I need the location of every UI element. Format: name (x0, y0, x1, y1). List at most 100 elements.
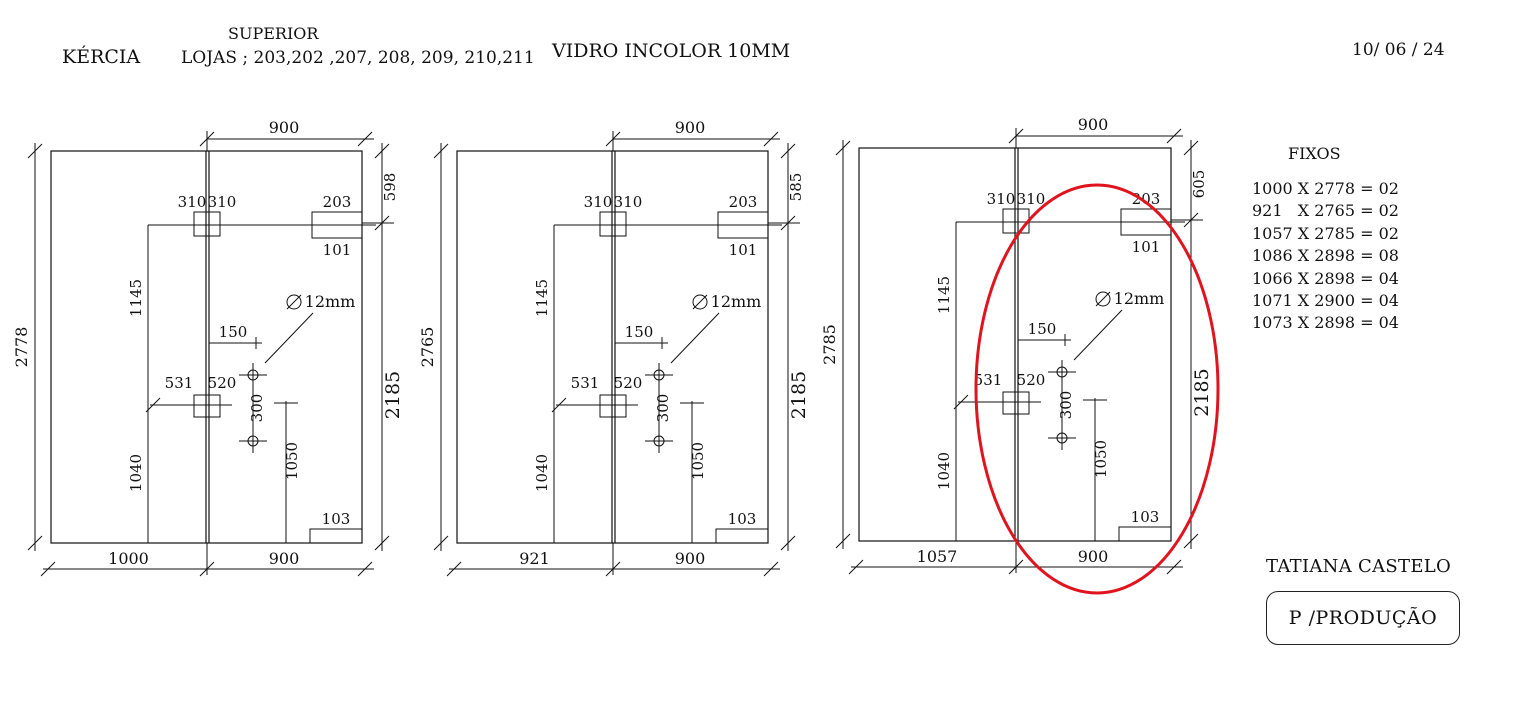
fixos-item: 1000 X 2778 = 02 (1252, 179, 1399, 198)
dim-tick (835, 140, 851, 156)
hinge-left-label: 531 (974, 371, 1003, 389)
hole-spacing-label: 300 (1057, 391, 1075, 420)
dim-tick (374, 535, 390, 551)
hole-spacing-label: 300 (654, 394, 672, 423)
hinge-upper-label: 1145 (533, 279, 551, 317)
cut-sub-label: 101 (323, 241, 352, 259)
bottom-cut-label: 103 (322, 510, 351, 528)
dim-tick (433, 143, 449, 159)
glass-spec: VIDRO INCOLOR 10MM (552, 40, 791, 62)
hinge-box (1002, 391, 1030, 415)
lock-right-label: 310 (1017, 190, 1046, 208)
cut-sub-label: 101 (729, 241, 758, 259)
hinge-upper-label: 1145 (935, 276, 953, 314)
date: 10/ 06 / 24 (1352, 40, 1445, 60)
hinge-left-label: 531 (165, 374, 194, 392)
total-height-label: 2785 (820, 324, 839, 365)
diameter-symbol (1095, 291, 1111, 307)
hole-label: 12mm (1114, 289, 1165, 308)
lock-right-label: 310 (614, 193, 643, 211)
hinge-lower-label: 1040 (127, 454, 145, 492)
client-name: KÉRCIA (62, 46, 141, 68)
fixos-item: 1071 X 2900 = 04 (1252, 291, 1399, 311)
right-width-label: 900 (269, 549, 300, 568)
handle-offset-label: 150 (625, 323, 654, 341)
cut-sub-label: 101 (1132, 238, 1161, 256)
hinge-box (193, 394, 221, 418)
dim-tick (1183, 533, 1199, 549)
diameter-slash (1095, 291, 1111, 307)
dim-tick (551, 397, 567, 413)
bottom-cut-box (309, 528, 363, 544)
dim-tick (40, 561, 56, 577)
fixos-item: 921 X 2765 = 02 (1252, 201, 1399, 221)
dim-tick (145, 397, 161, 413)
cut-top-label: 203 (1132, 190, 1161, 208)
dim-tick (953, 394, 969, 410)
dim-tick (1008, 128, 1024, 144)
cut-box (717, 211, 769, 239)
cut-top-label: 203 (323, 193, 352, 211)
lock-left-label: 310 (178, 193, 207, 211)
handle-offset-label: 150 (219, 323, 248, 341)
diameter-slash (692, 294, 708, 310)
hole-label: 12mm (305, 292, 356, 311)
side-height-label: 2185 (382, 371, 404, 419)
hole-leader (264, 312, 314, 364)
hole-leader (670, 312, 720, 364)
side-height-label: 2185 (788, 371, 810, 419)
hinge-left-label: 531 (571, 374, 600, 392)
bottom-cut-box (1118, 526, 1172, 542)
dim-tick (357, 131, 373, 147)
lock-box (1002, 208, 1030, 234)
left-width-label: 1000 (108, 549, 149, 568)
author-name: TATIANA CASTELO (1266, 556, 1452, 577)
total-height-label: 2765 (418, 327, 437, 368)
diameter-slash (286, 294, 302, 310)
left-width-label: 1057 (917, 547, 958, 566)
lock-left-label: 310 (584, 193, 613, 211)
hinge-right-label: 520 (1017, 371, 1046, 389)
dim-tick (433, 535, 449, 551)
lock-right-label: 310 (208, 193, 237, 211)
level-label: SUPERIOR (228, 24, 319, 43)
fixos-item: 1057 X 2785 = 02 (1252, 223, 1399, 243)
fixos-item: 1066 X 2898 = 04 (1252, 268, 1399, 288)
handle-height-label: 1050 (1092, 440, 1110, 478)
lock-box (599, 211, 627, 237)
hinge-upper-label: 1145 (127, 279, 145, 317)
right-width-label: 900 (675, 549, 706, 568)
dim-tick (446, 561, 462, 577)
hole-spacing-label: 300 (248, 394, 266, 423)
dim-tick (1166, 128, 1182, 144)
dim-tick (374, 143, 390, 159)
dim-tick (605, 131, 621, 147)
dim-tick (27, 535, 43, 551)
handle-height-label: 1050 (283, 442, 301, 480)
production-stamp: P /PRODUÇÃO (1266, 591, 1460, 645)
fixos-item: 1073 X 2898 = 04 (1252, 313, 1399, 333)
bottom-cut-box (715, 528, 769, 544)
left-width-label: 921 (519, 549, 550, 568)
dim-tick (835, 533, 851, 549)
side-height-label: 2185 (1191, 368, 1213, 416)
highlight-ellipse (974, 183, 1220, 595)
hinge-right-label: 520 (208, 374, 237, 392)
dim-tick (763, 561, 779, 577)
top-offset-label: 598 (381, 173, 399, 202)
bottom-cut-label: 103 (1131, 508, 1160, 526)
lock-box (193, 211, 221, 237)
hole-leader (1073, 309, 1123, 361)
top-offset-label: 605 (1190, 170, 1208, 199)
lock-left-label: 310 (987, 190, 1016, 208)
top-width-label: 900 (269, 118, 300, 137)
fixos-item: 1086 X 2898 = 08 (1252, 246, 1399, 266)
dim-tick (763, 131, 779, 147)
dim-tick (199, 131, 215, 147)
handle-height-label: 1050 (689, 442, 707, 480)
fixos-list: 1000 X 2778 = 02 921 X 2765 = 02 1057 X … (1252, 178, 1399, 335)
hinge-box (599, 394, 627, 418)
diameter-symbol (286, 294, 302, 310)
dim-tick (357, 561, 373, 577)
